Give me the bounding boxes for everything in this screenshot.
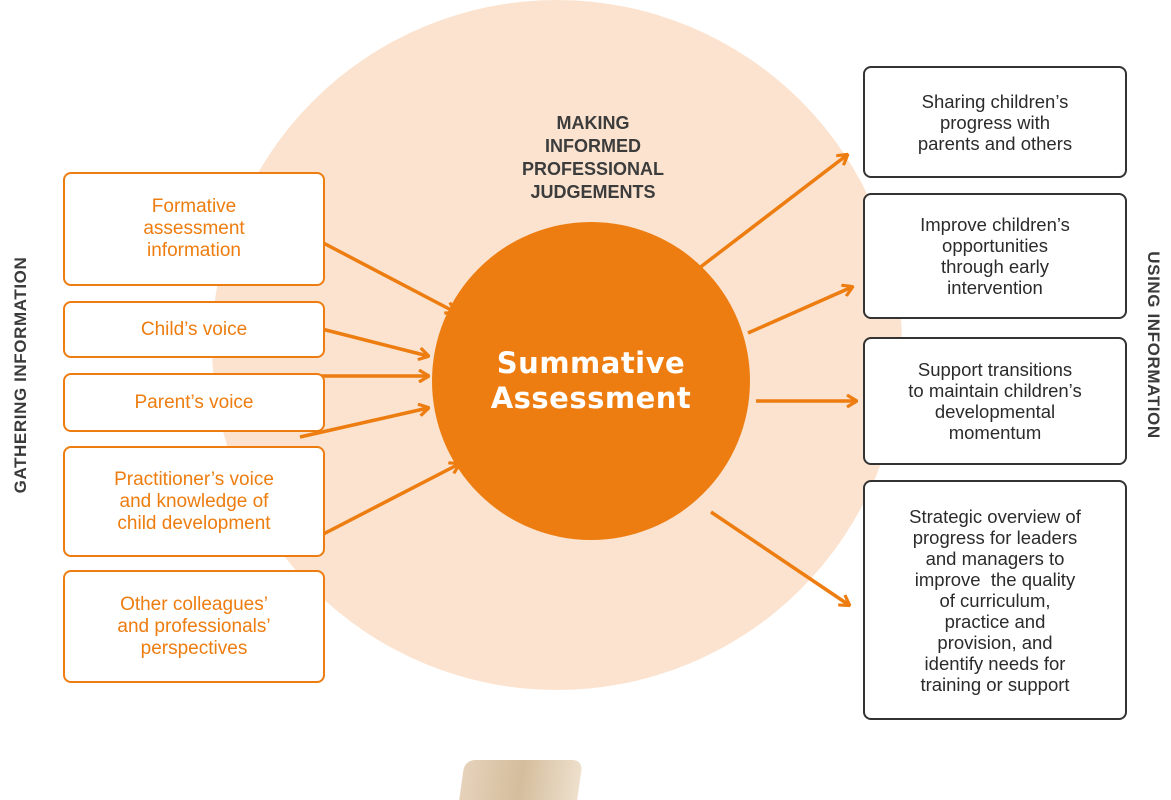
input-line: Other colleagues’ — [120, 593, 268, 615]
output-line: to maintain children’s — [908, 380, 1082, 401]
heading-line: PROFESSIONAL — [521, 159, 664, 179]
output-line: identify needs for — [924, 652, 1066, 674]
arrow-input-4 — [299, 408, 428, 439]
input-line: Child’s voice — [140, 318, 248, 340]
center-line: Summative — [496, 346, 686, 380]
arrow-output-2 — [747, 287, 852, 335]
arrow-output-1 — [692, 155, 847, 274]
arrow-input-5 — [305, 464, 459, 545]
output-line: progress for leaders — [912, 526, 1078, 548]
decorative-photo-fragment — [459, 760, 583, 800]
summative-assessment-circle: Summative Assessment — [432, 222, 750, 540]
input-parents-voice: Parent’s voice — [63, 373, 325, 432]
input-line: and knowledge of — [119, 490, 269, 512]
arrow-input-2 — [313, 325, 428, 356]
output-line: and managers to — [925, 547, 1065, 569]
center-line: Assessment — [490, 381, 692, 415]
output-line: intervention — [947, 277, 1043, 298]
output-line: momentum — [948, 422, 1042, 443]
input-line: Formative — [151, 196, 237, 217]
output-line: progress with — [939, 111, 1050, 133]
input-line: perspectives — [140, 637, 248, 659]
output-line: provision, and — [937, 631, 1053, 653]
output-sharing-progress: Sharing children’s progress with parents… — [863, 66, 1127, 178]
output-line: training or support — [920, 673, 1070, 695]
output-improve-opportunities: Improve children’s opportunities through… — [863, 193, 1127, 319]
center-label: Summative Assessment — [491, 346, 692, 416]
output-line: developmental — [934, 401, 1056, 422]
output-line: of curriculum, — [939, 589, 1051, 611]
input-formative-assessment: Formative assessment information — [63, 172, 325, 286]
heading-line: JUDGEMENTS — [530, 182, 656, 202]
input-line: and professionals’ — [117, 615, 271, 637]
using-information-label: USING INFORMATION — [1144, 251, 1163, 439]
input-line: assessment — [143, 218, 245, 239]
output-line: improve the quality — [914, 568, 1076, 590]
heading-making-judgements: MAKING INFORMED PROFESSIONAL JUDGEMENTS — [480, 112, 706, 204]
output-line: practice and — [944, 610, 1046, 632]
output-strategic-overview: Strategic overview of progress for leade… — [863, 480, 1127, 720]
gathering-information-label: GATHERING INFORMATION — [11, 256, 30, 494]
arrows-layer — [299, 0, 1171, 782]
output-line: opportunities — [942, 235, 1048, 256]
input-childs-voice: Child’s voice — [63, 301, 325, 358]
output-support-transitions: Support transitions to maintain children… — [863, 337, 1127, 465]
input-colleagues-perspectives: Other colleagues’ and professionals’ per… — [63, 570, 325, 683]
input-practitioners-voice: Practitioner’s voice and knowledge of ch… — [63, 446, 325, 557]
output-line: Strategic overview of — [909, 505, 1081, 527]
heading-line: MAKING — [556, 113, 630, 133]
output-line: through early — [941, 256, 1049, 277]
heading-line: INFORMED — [545, 136, 641, 156]
arrow-input-1 — [309, 234, 455, 312]
output-line: parents and others — [917, 132, 1073, 154]
input-line: information — [147, 240, 241, 261]
input-line: child development — [117, 512, 271, 534]
output-line: Improve children’s — [920, 214, 1070, 235]
output-line: Support transitions — [917, 359, 1073, 380]
input-line: Parent’s voice — [134, 391, 254, 413]
output-line: Sharing children’s — [921, 90, 1069, 112]
input-line: Practitioner’s voice — [114, 468, 274, 490]
arrow-output-4 — [710, 510, 849, 605]
